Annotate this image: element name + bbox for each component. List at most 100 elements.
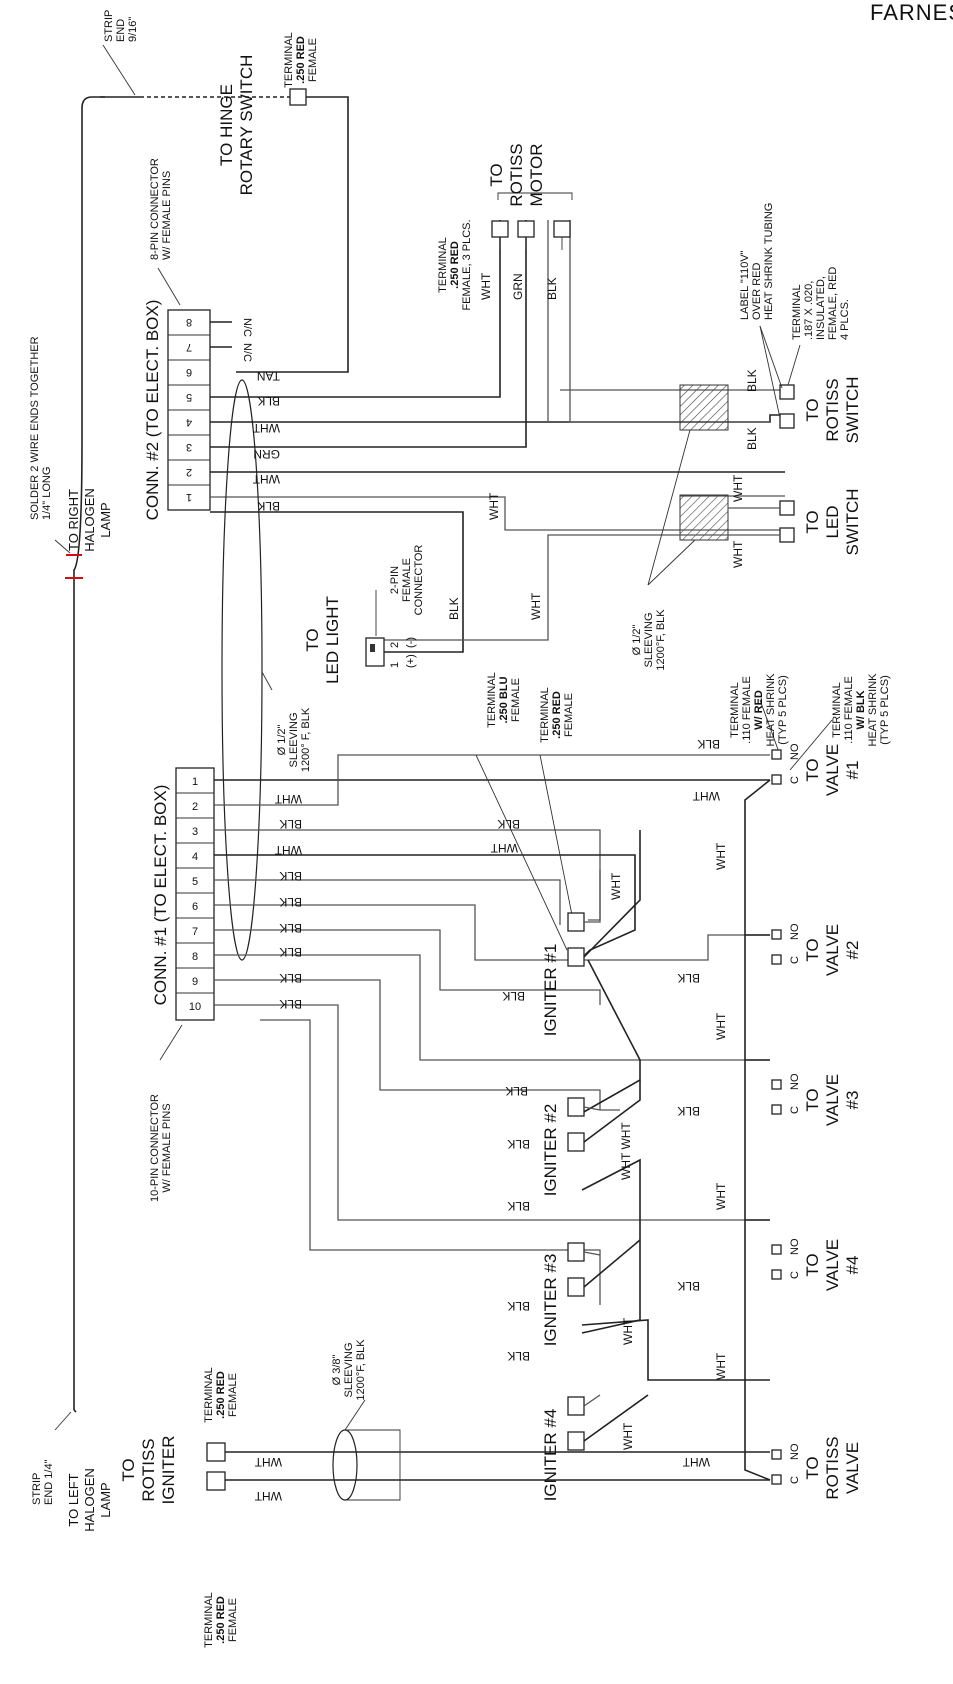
svg-text:.250 RED: .250 RED: [551, 691, 563, 739]
valve-rotiss: [771, 1449, 782, 1485]
svg-text:W/ BLK: W/ BLK: [855, 690, 867, 729]
svg-text:TAN: TAN: [257, 369, 280, 383]
svg-text:LABEL "110V": LABEL "110V": [739, 250, 751, 320]
svg-text:BLK: BLK: [279, 895, 302, 909]
rotiss-switch-terminal-note: TERMINAL .187 X .020, INSULATED, FEMALE,…: [791, 267, 851, 340]
rotiss-motor-terminals: [491, 192, 573, 250]
svg-text:IGNITER #1: IGNITER #1: [541, 944, 560, 1037]
svg-text:FEMALE: FEMALE: [510, 678, 522, 722]
svg-text:FEMALE: FEMALE: [401, 558, 413, 602]
svg-text:WHT: WHT: [254, 1455, 282, 1469]
svg-text:IGNITER #3: IGNITER #3: [541, 1254, 560, 1347]
svg-text:TO: TO: [803, 1456, 822, 1479]
left-lamp-label: TO LEFT HALOGEN LAMP: [66, 1468, 113, 1532]
svg-text:WHT: WHT: [529, 592, 543, 620]
svg-text:BLK: BLK: [677, 971, 700, 985]
svg-text:VALVE: VALVE: [823, 744, 842, 796]
svg-text:#1: #1: [843, 761, 862, 780]
svg-text:GRN: GRN: [511, 273, 525, 300]
svg-text:FEMALE, RED: FEMALE, RED: [827, 267, 839, 340]
svg-text:1/4" LONG: 1/4" LONG: [41, 467, 53, 520]
svg-text:BLK: BLK: [677, 1279, 700, 1293]
rotiss-igniter-terminal-b: TERMINAL .250 RED FEMALE: [203, 1592, 239, 1648]
svg-text:TERMINAL: TERMINAL: [437, 237, 449, 293]
svg-text:TERMINAL: TERMINAL: [791, 284, 803, 340]
svg-text:WHT: WHT: [621, 1422, 635, 1450]
svg-text:IGNITER #2: IGNITER #2: [541, 1104, 560, 1197]
led-light-title: TO LED LIGHT: [303, 596, 342, 684]
svg-text:BLK: BLK: [497, 817, 520, 831]
svg-text:#3: #3: [843, 1091, 862, 1110]
svg-text:MOTOR: MOTOR: [527, 144, 546, 207]
svg-text:WHT: WHT: [731, 540, 745, 568]
svg-text:SLEEVING: SLEEVING: [343, 1342, 355, 1397]
conn1-wire-labels: WHT BLK WHT BLK BLK BLK BLK BLK BLK: [274, 792, 302, 1011]
svg-text:TO: TO: [803, 1253, 822, 1276]
rotiss-igniter: [206, 1399, 770, 1501]
svg-text:3: 3: [186, 441, 192, 453]
led-switch-wire-labels: WHT WHT WHT: [487, 474, 745, 568]
svg-text:.250 RED: .250 RED: [215, 1371, 227, 1419]
conn2-pin-numbers: 8 7 6 5 4 3 2 1: [186, 316, 192, 503]
igniter-red-terminal-note: TERMINAL .250 RED FEMALE: [539, 687, 575, 916]
svg-text:BLK: BLK: [545, 277, 559, 300]
svg-text:TERMINAL: TERMINAL: [283, 32, 295, 88]
valve-3: [771, 1079, 782, 1115]
svg-text:Ø 3/8": Ø 3/8": [331, 1355, 343, 1386]
led-switch: [547, 494, 795, 560]
valve-labels: TO VALVE #1 TO VALVE #2 TO VALVE #3 TO V…: [803, 744, 862, 1500]
svg-text:NO: NO: [789, 743, 801, 760]
svg-text:4: 4: [186, 416, 192, 428]
right-lamp-label: TO RIGHT HALOGEN LAMP: [66, 488, 113, 552]
rotiss-switch-wire-labels: BLK BLK: [745, 369, 759, 450]
svg-text:IGNITER: IGNITER: [159, 1436, 178, 1505]
svg-text:TO: TO: [119, 1458, 138, 1481]
svg-text:N/C: N/C: [241, 343, 253, 362]
svg-text:STRIP: STRIP: [103, 10, 115, 42]
svg-text:CONNECTOR: CONNECTOR: [413, 545, 425, 616]
svg-text:TERMINAL: TERMINAL: [203, 1592, 215, 1648]
hinge-title: TO HINGE ROTARY SWITCH: [217, 55, 256, 196]
led-light-pins: 1 (+) 2 (-): [389, 637, 417, 668]
svg-text:BLK: BLK: [677, 1104, 700, 1118]
svg-text:WHT: WHT: [714, 842, 728, 870]
hinge-terminal: [289, 88, 307, 106]
svg-text:WHT: WHT: [621, 1317, 635, 1345]
svg-text:(TYP 5 PLCS): (TYP 5 PLCS): [777, 675, 789, 745]
igniter-labels: IGNITER #1 IGNITER #2 IGNITER #3 IGNITER…: [541, 944, 560, 1502]
svg-text:BLK: BLK: [745, 427, 759, 450]
conn2-wire-labels: TAN BLK WHT GRN WHT BLK: [252, 369, 280, 513]
conn2-connector: [167, 309, 211, 511]
rotiss-motor-wire-labels: WHT GRN BLK: [479, 272, 559, 300]
hinge-terminal-note: TERMINAL .250 RED FEMALE: [283, 32, 319, 88]
hinge-switch: [140, 88, 349, 373]
rotiss-switch: [679, 325, 801, 431]
igniter-blu-terminal-note: TERMINAL .250 BLU FEMALE: [475, 672, 568, 951]
svg-text:BLK: BLK: [507, 1299, 530, 1313]
svg-text:9/16": 9/16": [127, 17, 139, 42]
svg-text:BLK: BLK: [502, 989, 525, 1003]
svg-text:TO: TO: [803, 938, 822, 961]
svg-text:INSULATED,: INSULATED,: [815, 276, 827, 340]
svg-text:BLK: BLK: [279, 945, 302, 959]
svg-text:1: 1: [389, 662, 401, 668]
svg-text:HEAT SHRINK TUBING: HEAT SHRINK TUBING: [763, 203, 775, 320]
svg-text:3: 3: [192, 826, 198, 838]
svg-text:ROTISS: ROTISS: [507, 143, 526, 206]
svg-text:(TYP 5 PLCS): (TYP 5 PLCS): [879, 675, 891, 745]
svg-text:TERMINAL: TERMINAL: [539, 687, 551, 743]
svg-text:1200°F, BLK: 1200°F, BLK: [655, 609, 667, 671]
rotiss-switch-title: TO ROTISS SWITCH: [803, 376, 862, 443]
svg-text:WHT: WHT: [490, 841, 518, 855]
svg-text:FEMALE: FEMALE: [563, 693, 575, 737]
led-light-wire-labels: BLK WHT: [447, 592, 543, 620]
svg-text:BLK: BLK: [279, 817, 302, 831]
svg-text:BLK: BLK: [745, 369, 759, 392]
svg-text:W/ FEMALE PINS: W/ FEMALE PINS: [161, 171, 173, 260]
valve-4: [771, 1244, 782, 1280]
svg-text:WHT: WHT: [254, 1489, 282, 1503]
svg-text:2: 2: [192, 801, 198, 813]
svg-text:.110 FEMALE: .110 FEMALE: [741, 676, 753, 744]
svg-text:7: 7: [186, 341, 192, 353]
